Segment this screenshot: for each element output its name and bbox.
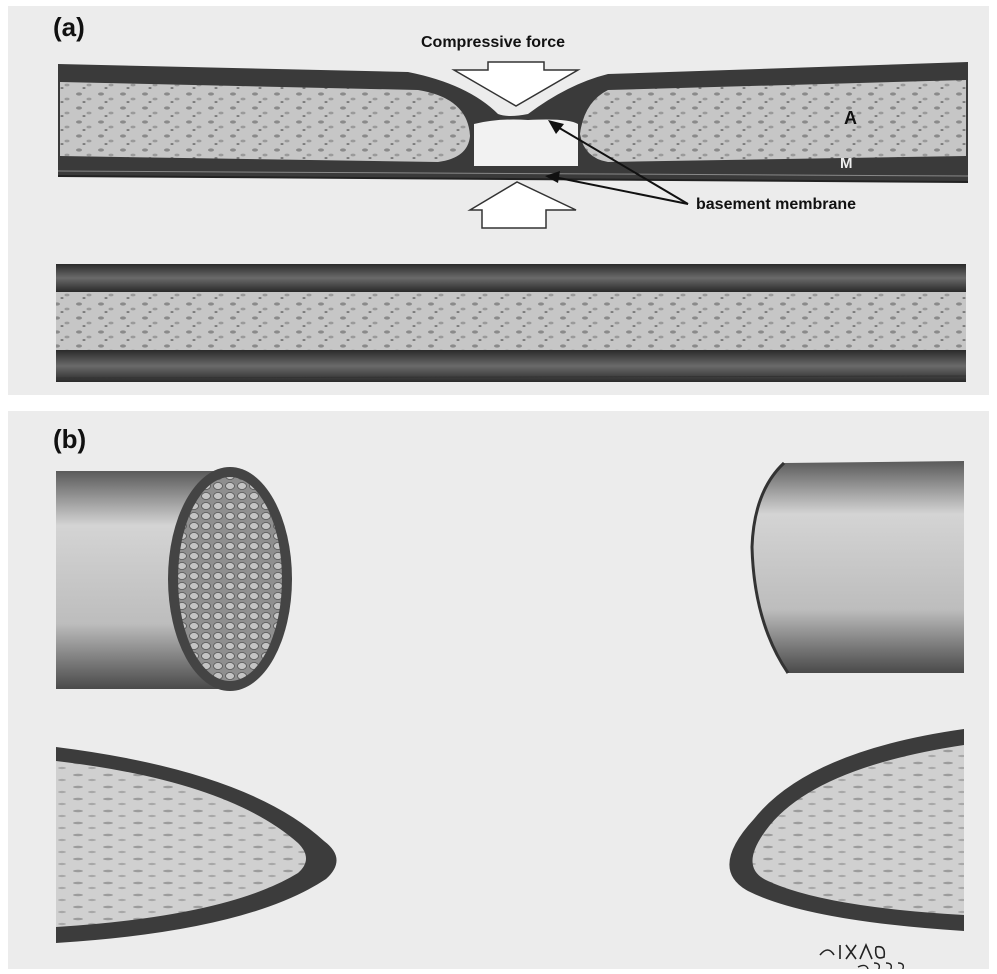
panel-b: (b) [8,411,989,969]
axon-label-a: A [844,108,857,128]
left-axon-segment [60,82,470,162]
intact-nerve-fiber [56,264,966,382]
distal-nerve-stump [752,461,964,673]
panel-a-label: (a) [53,12,85,42]
panel-b-illustration: (b) [8,411,989,969]
panel-a: (a) Compressive force A M basement membr… [8,6,989,395]
artist-signature [820,945,903,969]
compressive-force-label: Compressive force [421,34,565,51]
myelin-label-m: M [840,155,853,172]
lower-left-tapered-end [56,747,337,943]
panel-a-illustration: (a) Compressive force A M basement membr… [8,6,989,395]
panel-b-label: (b) [53,424,86,454]
bottom-compression-arrow [470,182,576,228]
lower-right-tapered-end [729,729,964,931]
proximal-nerve-stump [56,467,292,691]
constricted-node [474,120,578,167]
basement-membrane-label: basement membrane [696,196,856,213]
right-axon-segment [580,80,966,162]
